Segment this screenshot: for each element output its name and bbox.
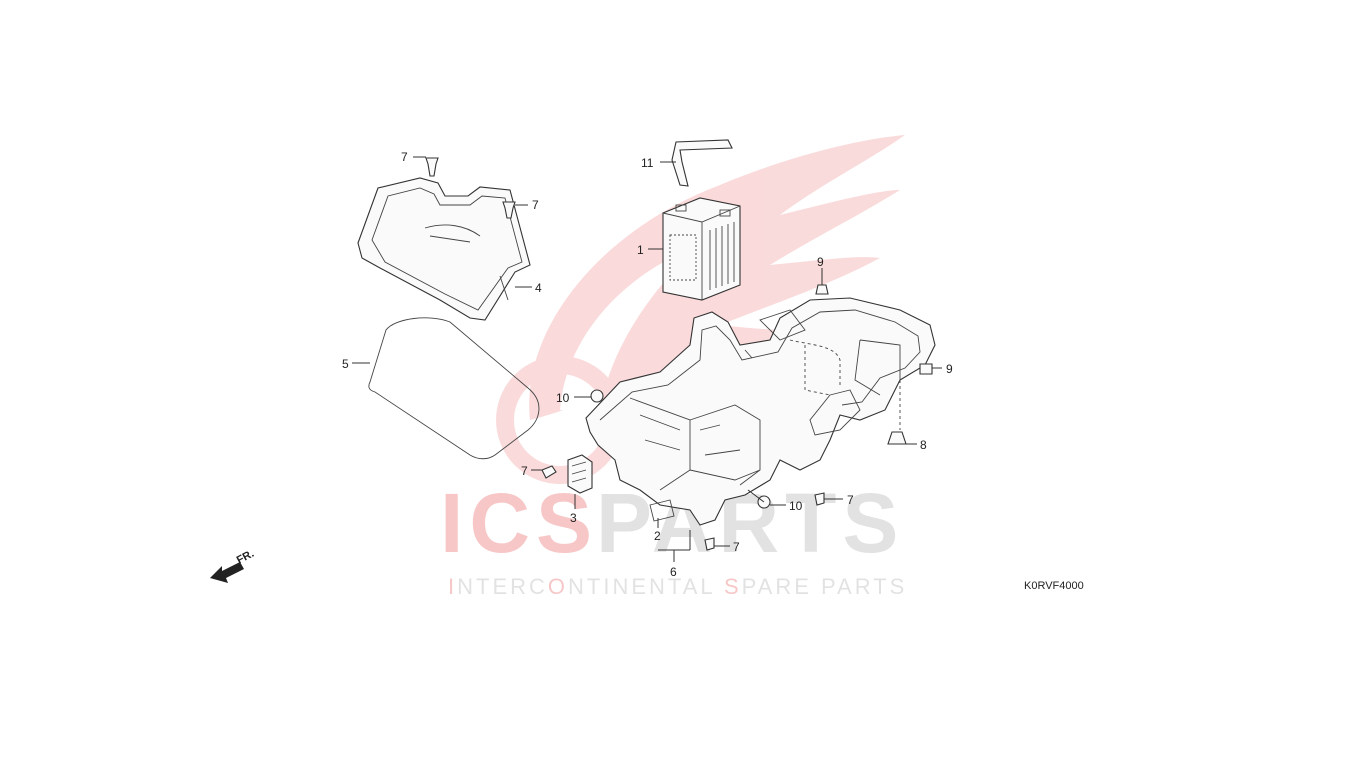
part-1-battery (662, 197, 741, 301)
callout-8: 8 (920, 438, 927, 452)
callout-10b: 10 (789, 499, 803, 513)
front-label: FR. (235, 548, 256, 567)
part-4-cover (357, 177, 531, 321)
tagline-part: I (448, 574, 457, 599)
tagline-part: S (724, 574, 742, 599)
fasteners (425, 157, 933, 551)
callouts: 11 1 7 7 4 5 9 9 10 8 7 3 7 10 2 7 6 (342, 150, 953, 579)
callout-7a: 7 (401, 150, 408, 164)
tagline-part: NTINENTAL (568, 574, 724, 599)
part-11-strap (671, 139, 733, 187)
callout-5: 5 (342, 357, 349, 371)
battery-box-frame (585, 297, 936, 526)
callout-7e: 7 (733, 540, 740, 554)
front-direction-marker: FR. (210, 548, 256, 583)
watermark-tagline: INTERCONTINENTAL SPARE PARTS (448, 574, 907, 599)
callout-11: 11 (641, 156, 654, 170)
callout-7d: 7 (847, 493, 854, 507)
callout-7b: 7 (532, 198, 539, 212)
part-3-clip (567, 454, 593, 494)
callout-9b: 9 (946, 362, 953, 376)
diagram-code: K0RVF4000 (1024, 580, 1084, 592)
tagline-part: PARE PARTS (742, 574, 908, 599)
arrow-front-icon (210, 562, 244, 583)
callout-1: 1 (637, 243, 644, 257)
callout-10a: 10 (556, 391, 570, 405)
callout-3: 3 (570, 511, 577, 525)
watermark-brand-red: ICS (440, 476, 598, 570)
callout-2: 2 (654, 529, 661, 543)
part-2-label (649, 499, 675, 522)
leader-lines (352, 156, 942, 562)
callout-4: 4 (535, 281, 542, 295)
callout-9a: 9 (817, 255, 824, 269)
tagline-part: O (548, 574, 568, 599)
callout-6: 6 (670, 565, 677, 579)
callout-7c: 7 (521, 464, 528, 478)
part-5-seal (368, 317, 540, 460)
watermark-brand: ICS PARTS INTERCONTINENTAL SPARE PARTS (440, 476, 907, 599)
tagline-part: NTERC (457, 574, 548, 599)
